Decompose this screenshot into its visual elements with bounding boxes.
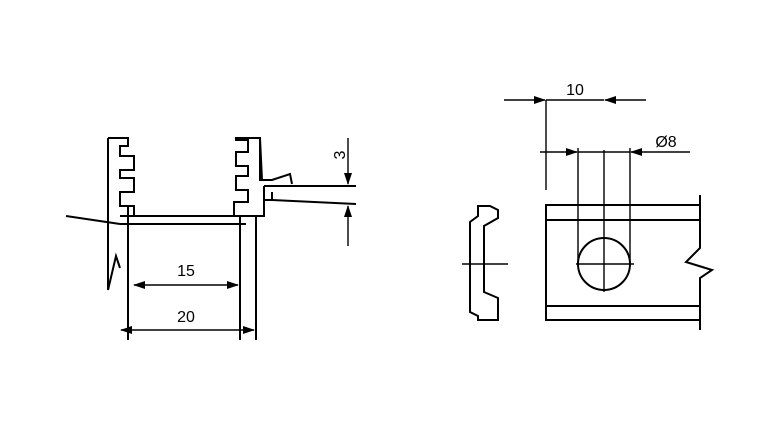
top-view — [545, 100, 715, 330]
dimension-20-label: 20 — [177, 309, 195, 326]
dimension-15-label: 15 — [177, 263, 195, 280]
dimension-diameter-8-label: Ø8 — [655, 134, 676, 151]
dimension-20: 20 — [120, 309, 255, 334]
dimension-10: 10 — [504, 82, 646, 104]
dimension-10-label: 10 — [566, 82, 584, 99]
dimension-3: 3 — [332, 138, 352, 246]
right-upright — [233, 137, 293, 216]
right-break-mark — [684, 195, 715, 330]
left-extension-line — [65, 215, 121, 225]
side-profile-outline — [469, 205, 499, 321]
side-profile — [462, 205, 508, 321]
top-view-outline — [545, 204, 700, 321]
dimension-3-label: 3 — [332, 150, 349, 159]
dimension-15: 15 — [133, 263, 239, 289]
flange-bottom — [271, 199, 357, 205]
right-upright-outer — [259, 137, 263, 181]
left-break-mark — [107, 252, 121, 291]
dimension-diameter-8: Ø8 — [540, 134, 690, 156]
left-upright — [108, 137, 135, 216]
profile-cross-section — [65, 137, 357, 340]
right-step — [252, 192, 273, 217]
